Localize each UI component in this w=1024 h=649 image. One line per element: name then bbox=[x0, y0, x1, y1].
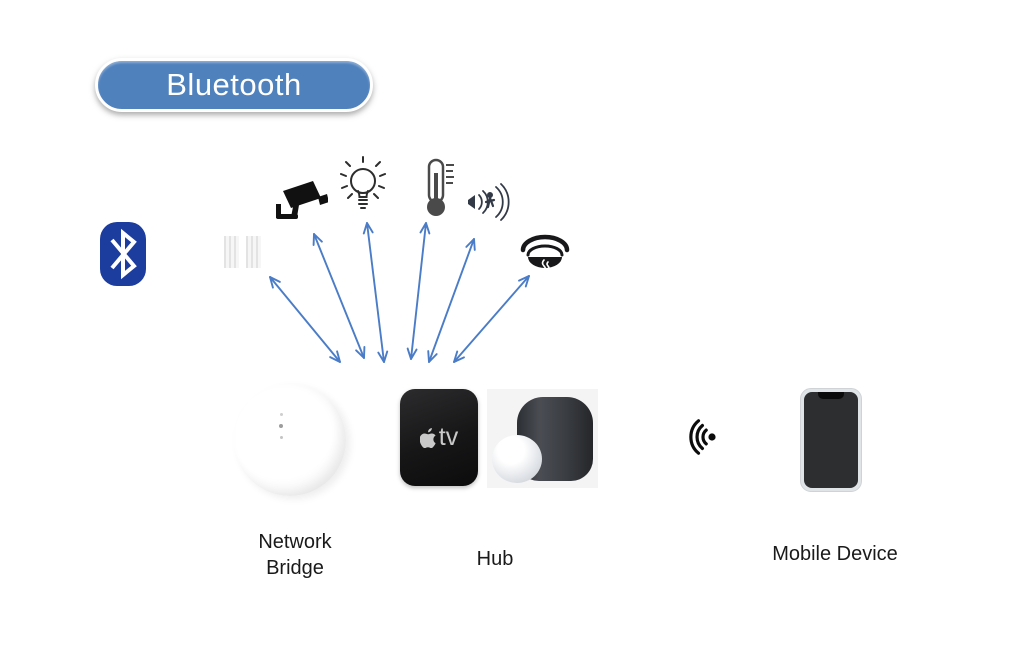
bluetooth-badge-label: Bluetooth bbox=[166, 67, 302, 102]
wireless-signal-icon bbox=[689, 419, 716, 455]
smoke-detector-icon bbox=[520, 234, 570, 273]
phone-screen bbox=[804, 392, 858, 488]
window-blinds-icon bbox=[224, 236, 262, 268]
motion-sensor-icon bbox=[468, 183, 510, 221]
label-hub: Hub bbox=[476, 548, 514, 570]
network-bridge-device bbox=[234, 384, 346, 496]
apple-tv-label: tv bbox=[438, 423, 459, 451]
bluetooth-rune-icon bbox=[110, 228, 137, 280]
thermometer-icon bbox=[427, 158, 454, 216]
bluetooth-badge: Bluetooth bbox=[95, 58, 373, 112]
label-network-bridge: Network Bridge bbox=[258, 531, 332, 579]
phone-notch bbox=[818, 392, 844, 399]
homepod-device bbox=[487, 389, 598, 488]
apple-logo-icon bbox=[419, 427, 436, 448]
apple-tv-device: tv bbox=[400, 389, 478, 486]
security-camera-icon bbox=[276, 181, 328, 219]
mobile-phone-device bbox=[800, 388, 862, 492]
label-mobile-device: Mobile Device bbox=[772, 543, 898, 565]
light-bulb-icon bbox=[340, 156, 386, 209]
bluetooth-logo-icon bbox=[100, 222, 146, 286]
homepod-mini-speaker bbox=[492, 435, 542, 483]
